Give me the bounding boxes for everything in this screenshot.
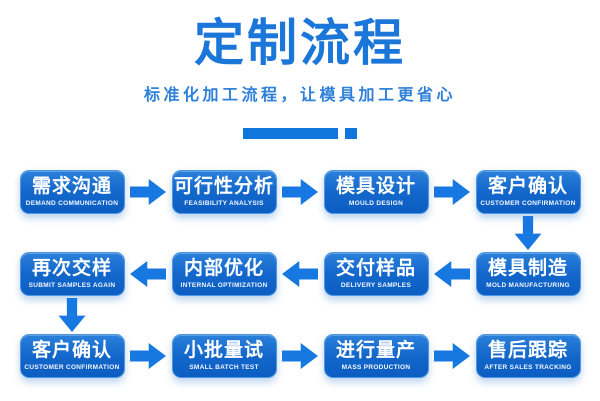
step-label-en: FEASIBILITY ANALYSIS: [184, 199, 264, 207]
step-label-zh: 再次交样: [31, 258, 112, 280]
step-label-en: AFTER SALES TRACKING: [484, 363, 572, 371]
flow-step-small-batch-test: 小批量试 SMALL BATCH TEST: [171, 334, 277, 378]
flow-step-submit-samples-again: 再次交样 SUBMIT SAMPLES AGAIN: [19, 252, 125, 296]
flow-step-demand-communication: 需求沟通 DEMAND COMMUNICATION: [19, 170, 125, 214]
arrow-right-icon: [434, 343, 470, 369]
arrow-right-icon: [130, 179, 166, 205]
flow-step-after-sales-tracking: 售后跟踪 AFTER SALES TRACKING: [475, 334, 581, 378]
flow-step-delivery-samples: 交付样品 DELIVERY SAMPLES: [323, 252, 429, 296]
flow-step-internal-optimization: 内部优化 INTERNAL OPTIMIZATION: [171, 252, 277, 296]
arrow-down-icon: [58, 298, 86, 332]
step-label-en: MOULD DESIGN: [348, 199, 404, 207]
step-label-zh: 模具制造: [487, 258, 568, 280]
title-underline: [0, 128, 600, 139]
flow-step-customer-confirmation-1: 客户确认 CUSTOMER CONFIRMATION: [475, 170, 581, 214]
step-label-zh: 模具设计: [335, 176, 416, 198]
arrow-left-icon: [434, 261, 470, 287]
page-title: 定制流程: [194, 15, 406, 71]
step-label-zh: 进行量产: [335, 340, 416, 362]
step-label-zh: 交付样品: [335, 258, 416, 280]
step-label-zh: 需求沟通: [31, 176, 112, 198]
arrow-right-icon: [434, 179, 470, 205]
step-label-zh: 内部优化: [183, 258, 264, 280]
underline-bar-icon: [243, 128, 338, 139]
step-label-zh: 客户确认: [487, 176, 568, 198]
step-label-zh: 售后跟踪: [487, 340, 568, 362]
step-label-en: DEMAND COMMUNICATION: [25, 199, 119, 207]
header: 定制流程 标准化加工流程，让模具加工更省心: [0, 0, 600, 139]
step-label-en: SMALL BATCH TEST: [189, 363, 259, 371]
flow-step-mould-design: 模具设计 MOULD DESIGN: [323, 170, 429, 214]
step-label-zh: 小批量试: [183, 340, 264, 362]
flow-step-mold-manufacturing: 模具制造 MOLD MANUFACTURING: [475, 252, 581, 296]
flow-step-customer-confirmation-2: 客户确认 CUSTOMER CONFIRMATION: [19, 334, 125, 378]
arrow-down-icon: [514, 216, 542, 250]
arrow-right-icon: [282, 343, 318, 369]
process-flowchart: 需求沟通 DEMAND COMMUNICATION 可行性分析 FEASIBIL…: [19, 170, 581, 378]
step-label-en: SUBMIT SAMPLES AGAIN: [28, 281, 116, 289]
underline-dot-icon: [345, 128, 357, 139]
step-label-en: MASS PRODUCTION: [341, 363, 411, 371]
arrow-left-icon: [130, 261, 166, 287]
step-label-en: CUSTOMER CONFIRMATION: [480, 199, 576, 207]
step-label-en: INTERNAL OPTIMIZATION: [180, 281, 268, 289]
step-label-en: DELIVERY SAMPLES: [340, 281, 412, 289]
page-subtitle: 标准化加工流程，让模具加工更省心: [143, 87, 456, 104]
step-label-zh: 可行性分析: [173, 176, 274, 198]
step-label-en: MOLD MANUFACTURING: [486, 281, 570, 289]
arrow-right-icon: [130, 343, 166, 369]
step-label-en: CUSTOMER CONFIRMATION: [24, 363, 120, 371]
arrow-right-icon: [282, 179, 318, 205]
step-label-zh: 客户确认: [31, 340, 112, 362]
flow-step-feasibility-analysis: 可行性分析 FEASIBILITY ANALYSIS: [171, 170, 277, 214]
arrow-left-icon: [282, 261, 318, 287]
flow-step-mass-production: 进行量产 MASS PRODUCTION: [323, 334, 429, 378]
